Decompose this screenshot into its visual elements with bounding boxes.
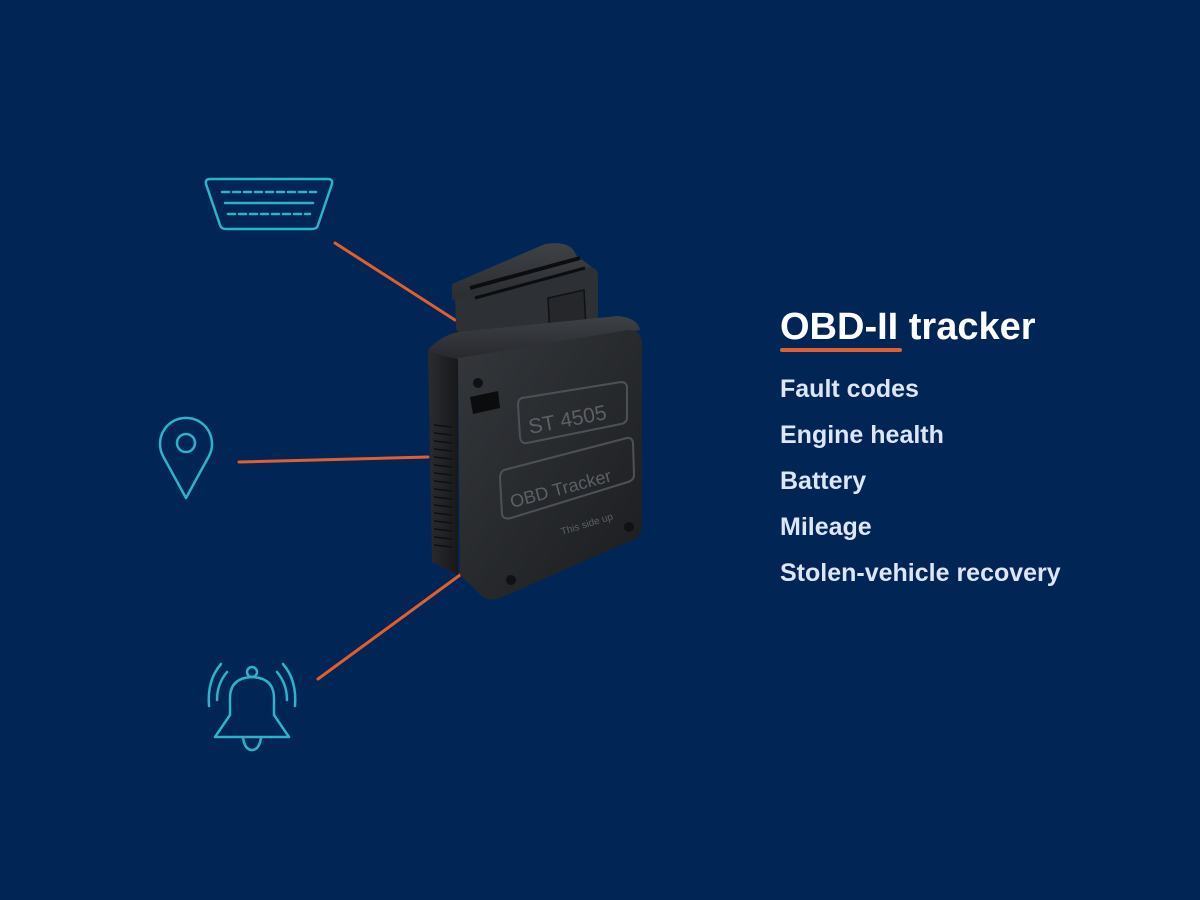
feature-list: Fault codes Engine health Battery Mileag… xyxy=(780,366,1160,596)
connector-lines xyxy=(237,241,462,681)
feature-panel: OBD-II tracker Fault codes Engine health… xyxy=(780,304,1160,596)
page-title-text: OBD-II tracker xyxy=(780,306,1036,348)
connector-line-middle xyxy=(237,455,430,464)
feature-item-engine-health: Engine health xyxy=(780,421,944,449)
bell-alert-icon xyxy=(207,662,297,752)
page-title: OBD-II tracker xyxy=(780,304,1160,352)
obd-tracker-device: ST 4505 OBD Tracker This side up xyxy=(428,243,642,600)
connector-line-bottom xyxy=(316,573,462,681)
connector-line-top xyxy=(333,241,457,322)
feature-item-mileage: Mileage xyxy=(780,513,872,541)
obd-connector-icon xyxy=(204,177,334,231)
feature-item-stolen-vehicle-recovery: Stolen-vehicle recovery xyxy=(780,559,1061,587)
feature-item-battery: Battery xyxy=(780,467,867,495)
feature-item-fault-codes: Fault codes xyxy=(780,375,919,403)
title-underline xyxy=(780,348,902,352)
map-pin-icon xyxy=(158,416,214,500)
